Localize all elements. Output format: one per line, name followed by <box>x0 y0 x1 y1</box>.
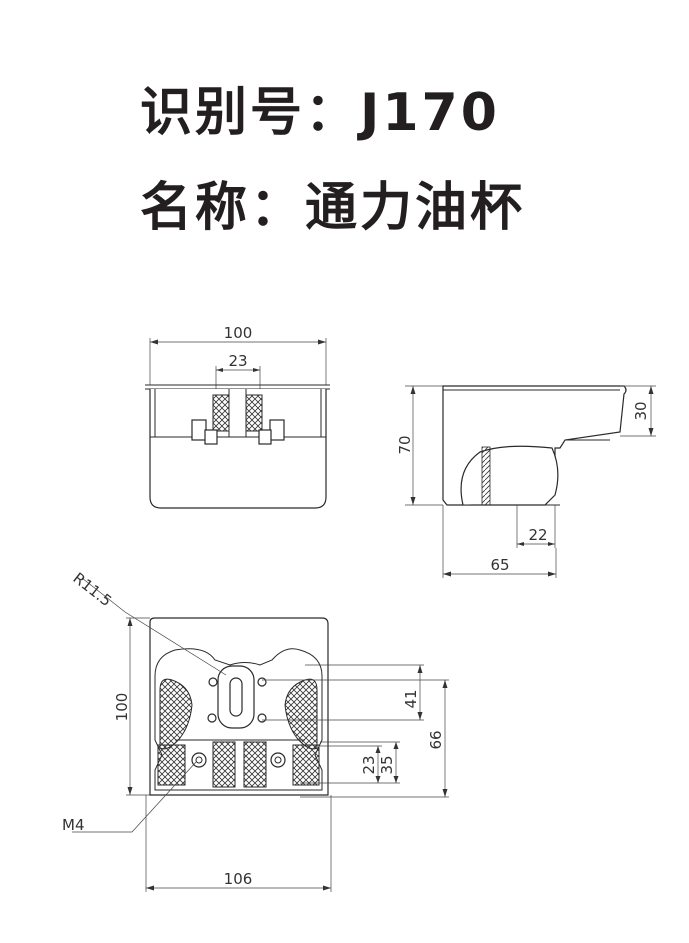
bottom-width-dim: 106 <box>224 870 253 888</box>
side-bottom-width-dim: 22 <box>528 526 547 544</box>
side-top-height-dim: 30 <box>632 401 650 420</box>
radius-dim: R11.5 <box>70 569 116 610</box>
bottom-height-dim: 100 <box>113 693 131 722</box>
bottom-view: R11.5 100 41 66 23 35 M4 <box>62 569 449 892</box>
dim-23: 23 <box>360 755 378 774</box>
side-total-width-dim: 65 <box>490 556 509 574</box>
identification-number-title: 识别号：J170 <box>140 83 500 143</box>
thread-dim: M4 <box>62 816 85 834</box>
dim-41: 41 <box>402 689 420 708</box>
front-view: 100 23 <box>145 324 330 509</box>
dim-66: 66 <box>427 730 445 749</box>
part-name-title: 名称：通力油杯 <box>140 178 526 238</box>
side-height-dim: 70 <box>396 435 414 454</box>
front-inner-dim: 23 <box>228 352 247 370</box>
side-view: 70 30 22 65 <box>396 385 656 578</box>
dim-35: 35 <box>378 755 396 774</box>
front-width-dim: 100 <box>224 324 253 342</box>
